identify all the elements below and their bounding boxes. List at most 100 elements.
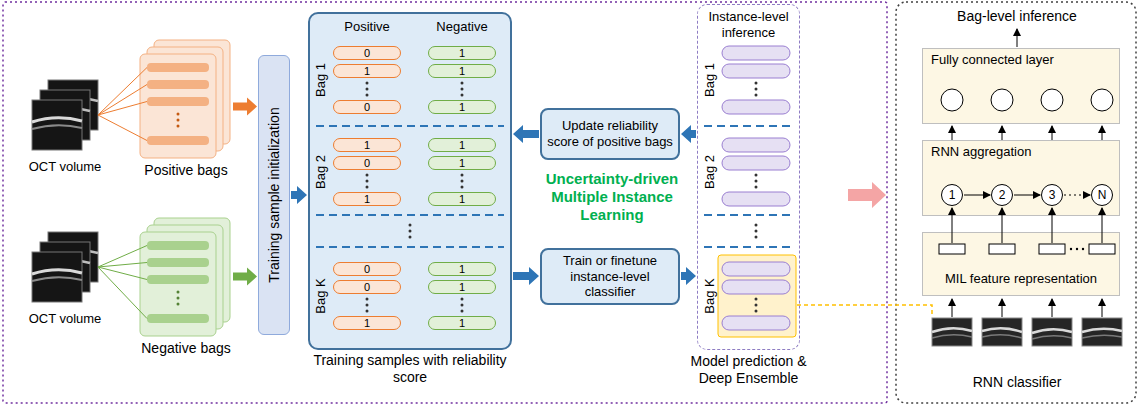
ellipsis-dots <box>755 186 758 189</box>
negative-bag-stack <box>147 258 209 267</box>
bag-label: Bag 2 <box>313 155 329 189</box>
node-text: 0 <box>334 264 400 275</box>
oct-bscan <box>1082 318 1122 346</box>
method-title: Uncertainty-driven Multiple Instance Lea… <box>537 170 687 224</box>
node-text: 1 <box>429 282 495 293</box>
oct-bscan <box>932 318 972 346</box>
node-text: Train or finetune instance-level classif… <box>542 253 678 300</box>
oct-volume <box>32 232 98 302</box>
bag-separator <box>316 214 504 216</box>
ellipsis-dots <box>755 94 758 97</box>
negative-bag-stack <box>147 275 209 284</box>
process-box: Update reliability score of positive bag… <box>540 108 680 160</box>
oct-bscan <box>1082 329 1122 332</box>
score-pill: 1 <box>333 138 401 152</box>
flow-arrow <box>1102 299 1103 317</box>
node-text: Model prediction & Deep Ensemble <box>680 353 817 387</box>
instance-pill <box>722 262 790 276</box>
node-text: 1 <box>334 66 400 77</box>
score-pill: 1 <box>428 192 496 206</box>
positive-bag-stack <box>140 40 230 158</box>
bag-label: Bag 1 <box>313 63 329 97</box>
connector-arrow <box>964 195 990 196</box>
ellipsis-dots <box>755 304 758 307</box>
score-pill: 1 <box>428 262 496 276</box>
flow-arrow <box>1102 208 1103 243</box>
node-text: Update reliability score of positive bag… <box>542 118 678 149</box>
node-text: Instance-level inference <box>700 9 797 40</box>
ellipsis-dots <box>461 180 464 183</box>
block-arrow <box>233 268 257 286</box>
oct-bscan <box>1032 329 1072 333</box>
fc-neuron <box>941 89 963 111</box>
negative-bag-stack <box>140 232 216 336</box>
node-text: MIL feature representation <box>923 271 1119 287</box>
bag-label: Bag 1 <box>702 63 718 97</box>
positive-bag-stack <box>177 113 180 116</box>
block-arrow <box>513 267 539 285</box>
slice-lines <box>98 267 147 280</box>
score-pill: 1 <box>428 64 496 78</box>
ellipsis-dots <box>366 180 369 183</box>
ellipsis-dots <box>461 94 464 97</box>
positive-bag-stack <box>177 125 180 128</box>
process-box: Training sample initialization <box>258 55 290 335</box>
flow-arrow <box>1002 208 1003 243</box>
fc-neuron <box>991 89 1013 111</box>
score-pill: 1 <box>333 316 401 330</box>
node-text: 1 <box>429 102 495 113</box>
score-pill: 1 <box>333 64 401 78</box>
block-arrow <box>233 98 257 116</box>
bag-separator <box>316 125 504 127</box>
slice-lines <box>98 85 147 116</box>
score-pill: 0 <box>333 262 401 276</box>
fc-neuron <box>941 89 1113 111</box>
slice-lines <box>98 68 147 116</box>
node-text: 1 <box>334 140 400 151</box>
score-pill: 1 <box>428 316 496 330</box>
bag-label: Bag 2 <box>702 155 718 189</box>
oct-bscan <box>932 335 972 338</box>
node-text: Negative bags <box>130 340 242 357</box>
slice-lines <box>98 68 147 141</box>
bag-separator <box>316 246 504 248</box>
flow-arrow <box>952 126 953 140</box>
layer-box: Fully connected layer <box>922 48 1120 124</box>
node-text: 0 <box>334 158 400 169</box>
score-pill: 1 <box>428 156 496 170</box>
positive-bag-stack <box>147 63 209 72</box>
score-pill: 0 <box>333 100 401 114</box>
block-arrow <box>513 125 539 143</box>
negative-bag-stack <box>140 218 230 336</box>
ellipsis-dots <box>755 174 758 177</box>
score-pill: 1 <box>428 100 496 114</box>
bag-stack: Positive bags <box>140 40 232 158</box>
volume-label: OCT volume <box>15 311 115 327</box>
node-text: 1 <box>429 158 495 169</box>
score-pill: 0 <box>333 46 401 60</box>
score-pill: 1 <box>333 192 401 206</box>
node-text: 0 <box>334 282 400 293</box>
node-text: 3 <box>1042 189 1062 201</box>
ellipsis-dots <box>409 230 412 233</box>
negative-bag-stack <box>177 291 180 294</box>
column-header: Negative <box>422 19 502 35</box>
oct-volume <box>32 125 82 129</box>
column-header: Positive <box>327 19 407 35</box>
ellipsis-dots <box>366 82 758 313</box>
instance-pill <box>722 280 790 294</box>
oct-bscan <box>982 335 1022 338</box>
ellipsis-dots <box>755 88 758 91</box>
slice-lines <box>98 263 147 268</box>
connector-arrow <box>1064 195 1090 196</box>
node-text: RNN aggregation <box>931 144 1031 160</box>
flow-arrow <box>1102 126 1103 140</box>
node-text: 1 <box>429 140 495 151</box>
ellipsis-dots <box>755 310 758 313</box>
node-text: 1 <box>334 194 400 205</box>
ellipsis-dots <box>755 180 758 183</box>
volume-label: OCT volume <box>15 159 115 175</box>
node-text: 1 <box>429 48 495 59</box>
negative-bag-stack <box>177 297 180 300</box>
oct-volume <box>32 80 98 150</box>
